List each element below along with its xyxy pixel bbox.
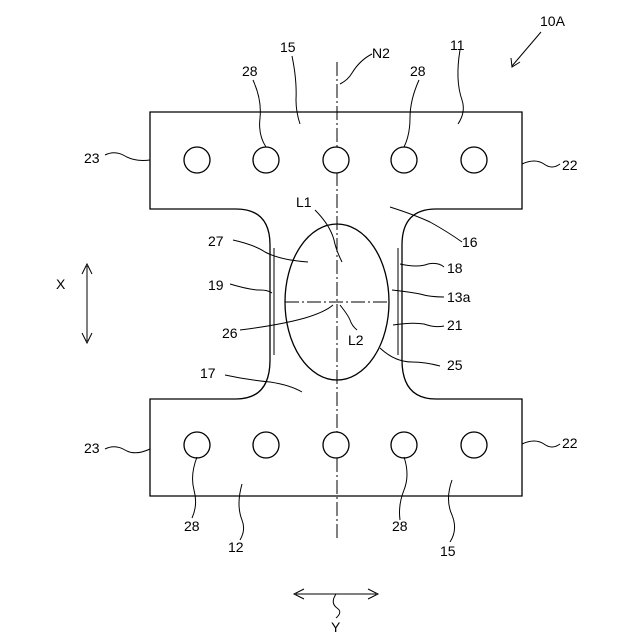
hole-top-5 [461,147,487,173]
label-21: 21 [447,317,463,333]
hole-bottom-2 [253,432,279,458]
hole-top-4 [391,147,417,173]
label-19: 19 [208,277,224,293]
hole-top-3 [323,147,349,173]
leader-lines [105,32,560,542]
label-n2: N2 [372,45,390,61]
label-27: 27 [208,233,224,249]
label-28-bottom-right: 28 [392,518,408,534]
label-13a: 13a [447,289,471,305]
label-28-bottom-left: 28 [184,518,200,534]
label-28-top-left: 28 [242,63,258,79]
arrow-x-direction [82,264,92,343]
label-l2: L2 [348,332,364,348]
hole-bottom-3 [323,432,349,458]
label-16: 16 [462,234,478,250]
label-12: 12 [228,539,244,555]
label-11: 11 [450,37,465,53]
hole-top-2 [253,147,279,173]
label-x-axis: X [56,276,66,292]
label-25: 25 [447,357,463,373]
label-15-bottom: 15 [440,543,456,559]
hole-bottom-5 [461,432,487,458]
label-22-bottom: 22 [562,435,578,451]
hole-top-1 [184,147,210,173]
label-26: 26 [222,325,238,341]
label-22-top: 22 [562,157,578,173]
label-10a: 10A [540,13,566,29]
label-23-top: 23 [84,150,100,166]
label-l1: L1 [296,194,312,210]
label-23-bottom: 23 [84,440,100,456]
label-y-axis: Y [331,619,341,635]
hole-bottom-4 [391,432,417,458]
label-15-top: 15 [280,39,296,55]
arrow-y-direction [294,589,378,618]
label-28-top-right: 28 [410,63,426,79]
label-18: 18 [447,260,463,276]
hole-bottom-1 [184,432,210,458]
label-17: 17 [200,365,216,381]
